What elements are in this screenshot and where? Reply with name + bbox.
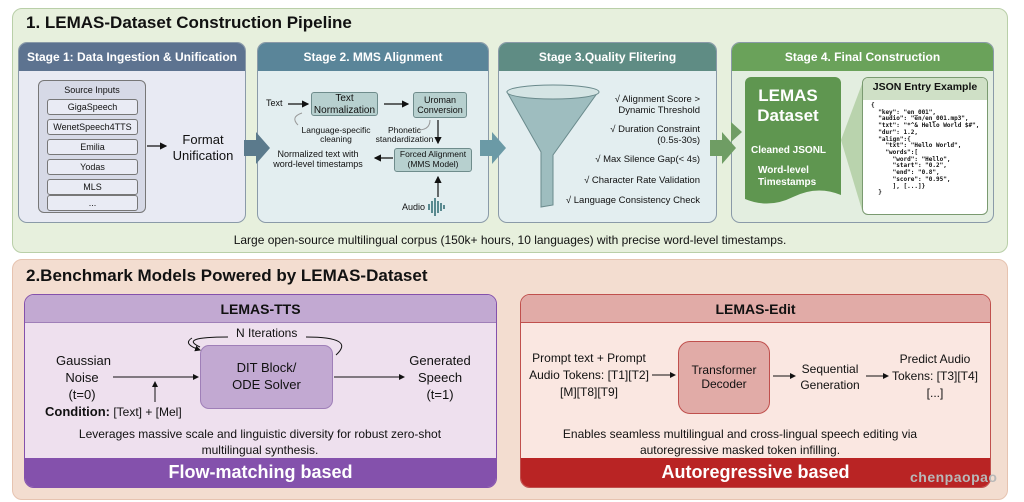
loop-arrow <box>417 119 431 131</box>
edit-input: Prompt text + Prompt Audio Tokens: [T1][… <box>529 351 649 399</box>
iteration-loop-arrowhead <box>187 337 201 352</box>
word-level-timestamps: Word-level Timestamps <box>758 165 817 188</box>
predict-audio-tokens: Predict Audio Tokens: [T3][T4][...] <box>891 352 979 400</box>
n-iterations: N Iterations <box>232 326 302 340</box>
source-item: Yodas <box>47 159 138 175</box>
generated-speech: Generated Speech (t=1) <box>409 353 471 402</box>
source-item: GigaSpeech <box>47 99 138 115</box>
tts-title: LEMAS-TTS <box>25 295 496 323</box>
forced-alignment-box: Forced Alignment (MMS Model) <box>394 148 472 172</box>
json-example-title: JSON Entry Example <box>863 78 987 100</box>
callout-shape <box>841 84 862 210</box>
condition-value: [Text] + [Mel] <box>113 405 182 419</box>
source-inputs-label: Source Inputs <box>64 85 120 95</box>
json-example-code: { "key": "en_001", "audio": "en/en_001.m… <box>871 102 980 197</box>
transformer-decoder-label: Transformer Decoder <box>691 362 757 391</box>
cleaned-jsonl: Cleaned JSONL <box>751 145 827 156</box>
gaussian-noise: Gaussian Noise (t=0) <box>56 353 111 402</box>
uroman-box: Uroman Conversion <box>413 92 467 118</box>
funnel-icon <box>506 84 600 208</box>
json-example-box: JSON Entry Example { "key": "en_001", "a… <box>862 77 988 215</box>
pointer-triangle <box>731 122 742 142</box>
dataset-name: LEMAS Dataset <box>757 86 819 126</box>
stage-arrow <box>710 132 736 164</box>
source-item: ... <box>47 195 138 211</box>
check-item: √ Character Rate Validation <box>584 175 700 186</box>
loop-arrow <box>294 112 303 126</box>
watermark: chenpaopao <box>910 469 998 485</box>
stage4-title: Stage 4. Final Construction <box>732 43 993 71</box>
text-input-label: Text <box>266 98 283 108</box>
source-inputs-box: Source Inputs GigaSpeech WenetSpeech4TTS… <box>38 80 146 213</box>
check-item: √ Max Silence Gap(< 4s) <box>595 154 700 165</box>
check-item: √ Duration Constraint (0.5s-30s) <box>610 124 700 147</box>
edit-footer: Autoregressive based <box>521 458 990 487</box>
text-normalization-box: Text Normalization <box>311 92 378 116</box>
benchmark-title: 2.Benchmark Models Powered by LEMAS-Data… <box>26 266 428 285</box>
source-item: Emilia <box>47 139 138 155</box>
stage-arrow <box>244 132 270 164</box>
phonetic-label: Phonetic standardization <box>375 125 434 145</box>
sequential-generation: Sequential Generation <box>800 362 860 392</box>
stage2-output: Normalized text with word-level timestam… <box>273 149 363 169</box>
stage2-box: Stage 2. MMS Alignment <box>257 42 489 223</box>
check-item: √ Language Consistency Check <box>565 195 700 206</box>
stage-arrow <box>480 132 506 164</box>
condition-label: Condition: <box>45 404 110 419</box>
source-item: MLS <box>47 179 138 195</box>
stage1-title: Stage 1: Data Ingestion & Unification <box>19 43 245 71</box>
audio-label: Audio <box>402 202 426 212</box>
edit-description: Enables seamless multilingual and cross-… <box>562 427 918 458</box>
stage2-title: Stage 2. MMS Alignment <box>258 43 488 71</box>
dit-block-label: DIT Block/ ODE Solver <box>232 360 301 392</box>
stage3-title: Stage 3.Quality Flitering <box>499 43 716 71</box>
edit-title: LEMAS-Edit <box>521 295 990 323</box>
lemas-dataset-doc <box>745 77 841 204</box>
tts-description: Leverages massive scale and linguistic d… <box>78 427 442 458</box>
dit-block: DIT Block/ ODE Solver <box>200 345 333 409</box>
format-unification: Format Unification <box>172 132 234 163</box>
check-item: √ Alignment Score > Dynamic Threshold <box>614 94 700 117</box>
audio-wave-icon <box>428 198 445 216</box>
condition: Condition: [Text] + [Mel] <box>45 404 182 419</box>
transformer-decoder: Transformer Decoder <box>678 341 770 414</box>
source-item: WenetSpeech4TTS <box>47 119 138 135</box>
iteration-loop-arrow <box>193 336 343 356</box>
lang-clean-label: Language-specific cleaning <box>301 125 371 145</box>
pipeline-title: 1. LEMAS-Dataset Construction Pipeline <box>26 13 352 32</box>
tts-footer: Flow-matching based <box>25 458 496 487</box>
pipeline-caption: Large open-source multilingual corpus (1… <box>233 233 787 247</box>
